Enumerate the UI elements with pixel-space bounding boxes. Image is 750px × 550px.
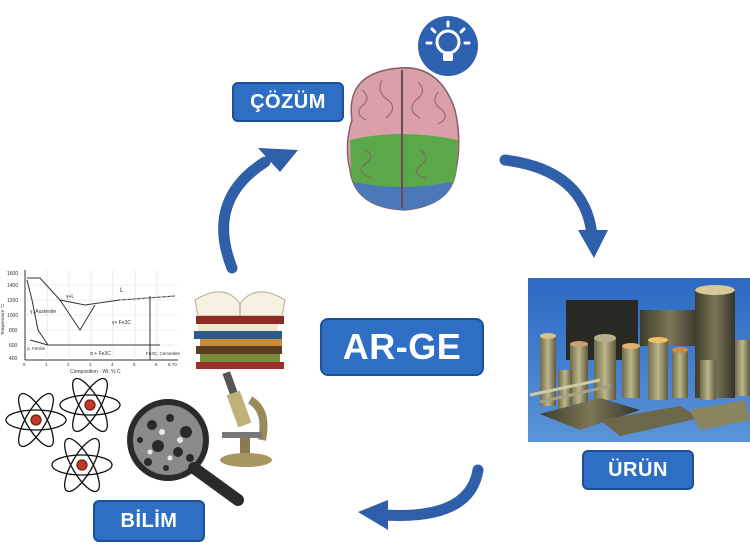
x-tick: 2 [67,362,70,367]
x-tick: 5 [133,362,136,367]
x-tick: 3 [89,362,92,367]
arrow-cozum-to-urun [499,154,608,258]
label-solution: ÇÖZÜM [232,82,344,122]
region-label: Fe3C, Cementite [146,351,181,356]
label-rd-center: AR-GE [320,318,484,376]
y-axis-label: Temperature °C [0,303,5,335]
region-label: γ, Austenite [30,309,56,315]
atom-icon [5,377,121,493]
lightbulb-icon [418,16,478,76]
microscope-icon [220,371,272,467]
region-label: γ+L [66,294,74,300]
x-tick: 4 [111,362,114,367]
y-tick: 400 [9,356,18,362]
y-tick: 800 [9,328,18,334]
books-icon [194,291,286,369]
label-science: BİLİM [93,500,205,542]
label-product: ÜRÜN [582,450,694,490]
magnifier-icon [127,399,244,506]
region-label: L [120,288,124,294]
region-label: α + Fe3C [90,351,111,357]
x-tick: 6 [155,362,158,367]
arrow-urun-to-center [358,464,484,530]
y-tick: 1200 [7,298,18,304]
y-tick: 1600 [7,271,18,277]
region-label: α, Ferrite [27,346,46,351]
region-label: γ+ Fe3C [112,320,131,326]
arrow-bilim-to-cozum [218,148,298,274]
x-tick: 1 [45,362,48,367]
x-tick: 6.70 [168,362,177,367]
x-tick: 0 [23,362,26,367]
x-axis-label: Composition - Wt. % C [70,369,121,375]
phase-diagram: 1600 1400 1200 1000 800 600 400 0 1 2 3 … [0,265,190,375]
y-tick: 600 [9,343,18,349]
y-tick: 1400 [7,283,18,289]
y-tick: 1000 [7,313,18,319]
brain-icon [346,67,460,211]
product-image [528,278,750,442]
